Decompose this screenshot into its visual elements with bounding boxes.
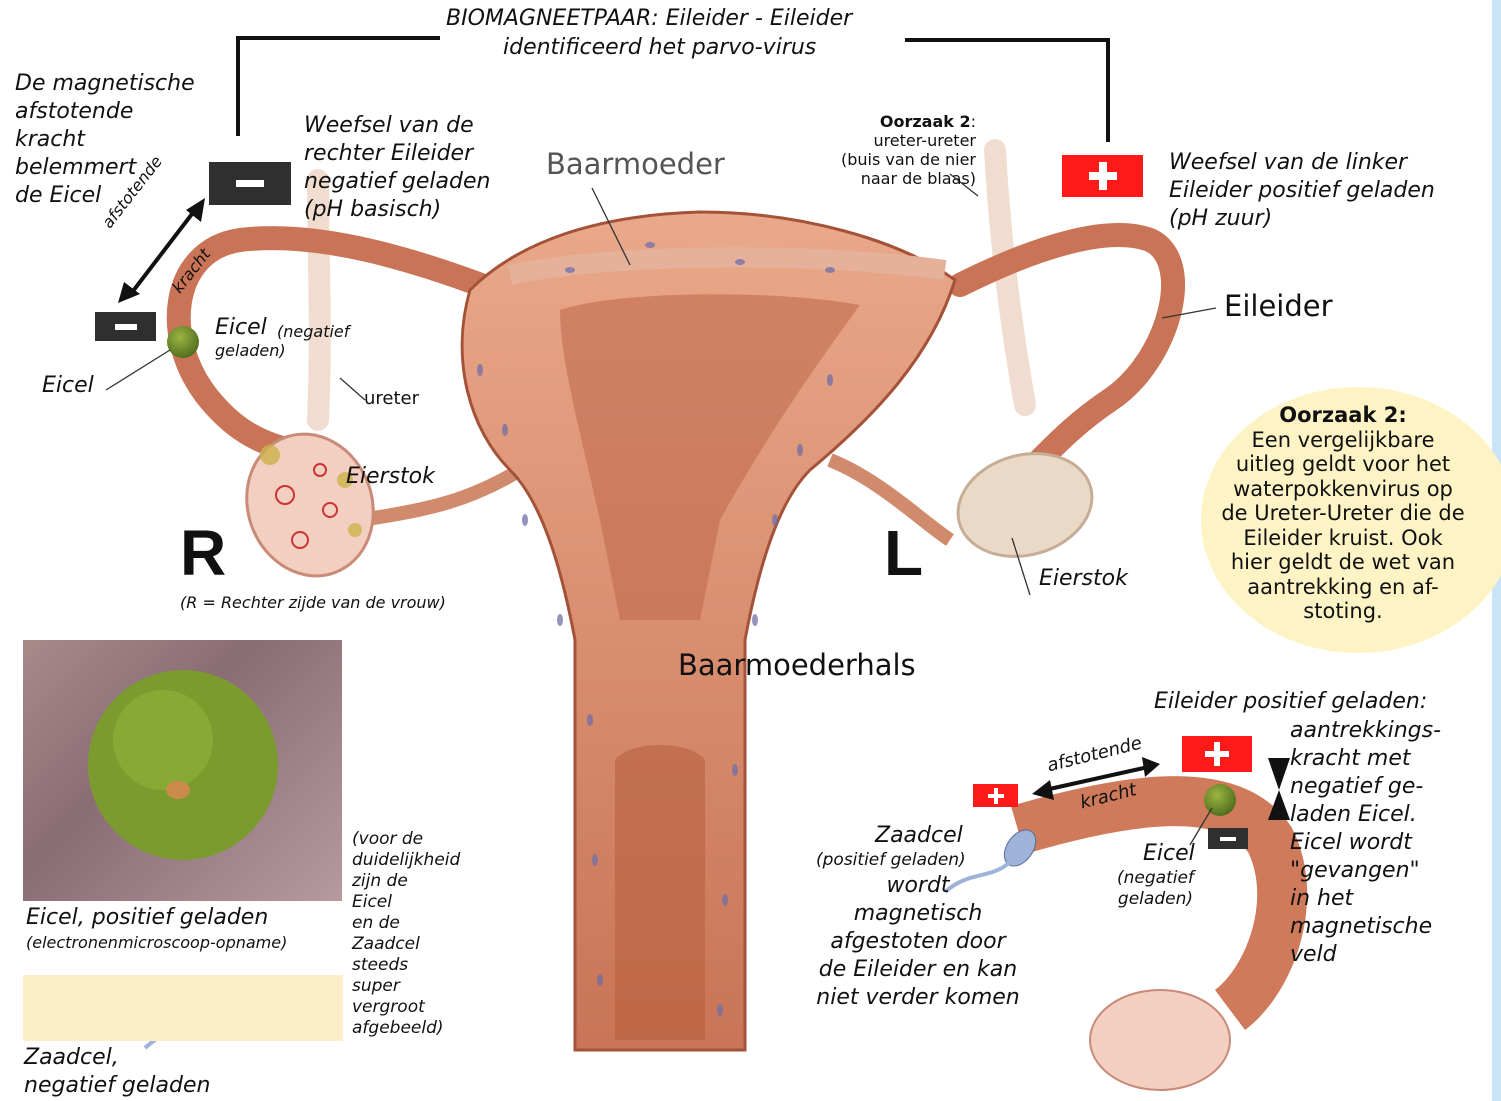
inset-egg [1204,784,1236,816]
egg-cell-tube [167,326,199,358]
oorzaak-top-bold: Oorzaak 2 [880,112,971,131]
inset-ovary [1090,990,1230,1090]
eierstok-r-label: Eierstok [346,463,435,491]
oorzaak-circle-title: Oorzaak 2: [1201,403,1485,428]
oorzaak-circle-body: Een vergelijkbare uitleg geldt voor het … [1221,428,1464,624]
plus-icon [987,787,1005,805]
photo-caption: Eicel, positief geladen [26,904,268,932]
inset-plus-sign-small [973,784,1018,807]
photo-sub: (electronenmicroscoop-opname) [26,933,287,952]
inset-eicel-note: (negatief geladen) [1117,868,1194,910]
baarmoeder-label: Baarmoeder [546,147,725,181]
plus-icon [1087,160,1119,192]
eicel-label: Eicel [42,372,94,400]
ureter-label: ureter [364,388,419,409]
minus-sign-small [95,312,156,341]
ovary-l [946,439,1103,571]
inset-right-text: aantrekkings- kracht met negatief ge- la… [1290,717,1441,969]
clarity-note: (voor de duidelijkheid zijn de Eicel en … [352,829,460,1039]
left-tissue-note: Weefsel van de linker Eileider positief … [1169,149,1435,233]
eierstok-l-label: Eierstok [1039,565,1128,593]
title-line2: identificeerd het parvo-virus [503,34,816,62]
left-top-note: De magnetische afstotende kracht belemme… [15,70,195,210]
tube-l [960,235,1173,460]
inset-zaadcel-text: wordt magnetisch afgestoten door de Eile… [808,872,1028,1012]
inset-plus-sign-large [1182,736,1252,772]
plus-icon [1204,741,1230,767]
sperm-caption: Zaadcel, negatief geladen [24,1044,210,1100]
inset-header: Eileider positief geladen: [1154,688,1427,716]
cervix-canal [615,745,705,1040]
side-l-label: L [884,518,923,588]
eicel-neg-note: (negatief geladen) [215,322,349,360]
side-r-label: R [180,518,226,588]
oorzaak-circle-text: Oorzaak 2: Een vergelijkbare uitleg geld… [1201,403,1485,624]
inset-zaadcel-note: (positief geladen) [816,850,966,871]
oorzaak-top-note: Oorzaak 2: ureter-ureter (buis van de ni… [820,93,976,188]
right-tissue-note: Weefsel van de rechter Eileider negatief… [304,112,490,224]
egg-photo-image [23,640,342,901]
inset-zaadcel: Zaadcel [875,822,963,850]
eileider-label: Eileider [1224,289,1333,323]
plus-sign-large [1062,155,1143,197]
egg-photo [23,640,342,901]
inset-minus-sign [1208,828,1248,849]
baarmoederhals-label: Baarmoederhals [678,648,916,682]
r-note: (R = Rechter zijde van de vrouw) [180,593,446,612]
minus-sign-large [209,162,291,205]
sperm-box [23,975,343,1041]
title-line1: BIOMAGNEETPAAR: Eileider - Eileider [446,5,852,33]
inset-eicel: Eicel [1143,840,1195,868]
